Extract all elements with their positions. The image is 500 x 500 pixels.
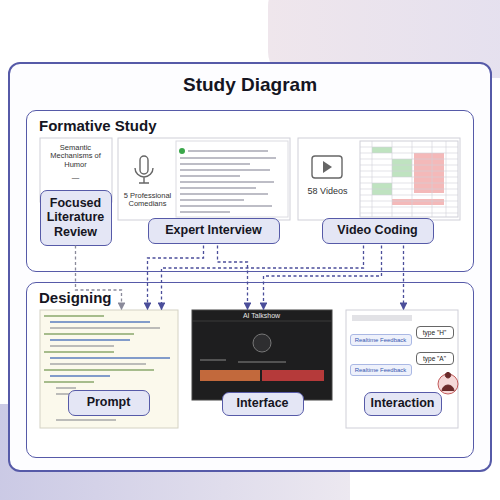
- type-bubble: type "H": [416, 326, 454, 339]
- status-dot: [179, 148, 185, 154]
- design-card: Prompt: [40, 310, 180, 428]
- design-card: Realtime Feedback type "H" Realtime Feedba…: [346, 310, 458, 428]
- sheet-cell: [372, 147, 392, 153]
- prompt-screenshot: [40, 310, 178, 428]
- paper-title: Semantic Mechanisms of Humor: [42, 144, 110, 170]
- method-card: Semantic Mechanisms of Humor — Focused Lit…: [40, 138, 112, 246]
- design-label: Interaction: [364, 392, 442, 416]
- feedback-bubble: Realtime Feedback: [350, 364, 412, 377]
- outer-frame: Study DiagramFormative StudySemantic Mec…: [8, 62, 492, 472]
- paper-screenshot: [40, 138, 112, 202]
- dashed-arrow: [148, 246, 204, 310]
- user-glyph: [442, 372, 454, 391]
- section-title: Designing: [39, 289, 259, 306]
- type-bubble: type "A": [416, 352, 454, 365]
- paper-dash: —: [40, 174, 112, 183]
- dashed-arrow: [76, 246, 122, 310]
- method-label: Focused Literature Review: [40, 190, 112, 246]
- play-icon: [323, 161, 332, 173]
- sheet-cell: [372, 183, 392, 195]
- participant-count: 5 Professional Comedians: [120, 192, 176, 209]
- interface-header-rule: [192, 321, 332, 322]
- video-panel: [298, 138, 460, 220]
- avatar-circle: [253, 334, 271, 352]
- method-card: 58 VideosVideo Coding: [298, 138, 460, 246]
- section-title: Formative Study: [39, 117, 259, 134]
- dashed-arrow: [264, 246, 382, 310]
- diagram-title: Study Diagram: [10, 74, 490, 96]
- transcript-screenshot: [176, 141, 288, 217]
- section-box: DesigningPromptAI TalkshowInterfaceRealt…: [26, 282, 474, 458]
- feedback-bubble: Realtime Feedback: [350, 334, 412, 347]
- interface-lines: [200, 360, 286, 362]
- microphone-icon: [135, 156, 153, 183]
- interview-panel: [118, 138, 290, 220]
- design-label: Prompt: [68, 390, 150, 416]
- dashed-arrow: [218, 246, 248, 310]
- video-icon: [312, 156, 342, 178]
- method-label: Video Coding: [322, 218, 434, 244]
- interface-button: [200, 370, 260, 381]
- sheet-cell: [392, 159, 412, 177]
- design-label: Interface: [222, 392, 304, 416]
- transcript-lines: [180, 151, 276, 212]
- dashed-arrow: [403, 246, 404, 310]
- interaction-panel: [346, 310, 458, 428]
- code-lines: [44, 316, 154, 382]
- user-icon: [438, 374, 458, 394]
- coding-sheet: [360, 141, 458, 217]
- code-lines: [50, 328, 160, 420]
- dashed-arrow: [162, 246, 364, 310]
- method-label: Expert Interview: [148, 218, 280, 244]
- sheet-cell: [392, 199, 444, 205]
- method-card: 5 Professional ComediansExpert Interview: [118, 138, 290, 246]
- section-box: Formative StudySemantic Mechanisms of Hu…: [26, 110, 474, 272]
- interface-button: [262, 370, 324, 381]
- message-bar: [352, 315, 412, 321]
- design-card: AI TalkshowInterface: [192, 310, 334, 416]
- interface-screenshot: [192, 310, 332, 400]
- sheet-grid: [360, 141, 458, 217]
- app-title: AI Talkshow: [192, 312, 332, 320]
- video-count: 58 Videos: [300, 186, 356, 196]
- code-lines: [50, 322, 170, 376]
- sheet-cell: [414, 153, 444, 193]
